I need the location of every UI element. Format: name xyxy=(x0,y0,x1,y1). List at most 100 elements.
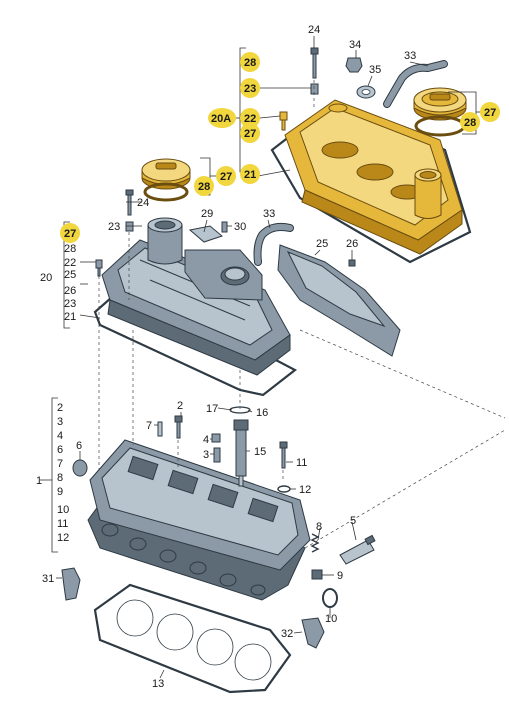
part-3 xyxy=(213,447,221,463)
label-12: 12 xyxy=(299,484,311,496)
label-17: 17 xyxy=(206,403,218,415)
label-24-top: 24 xyxy=(308,24,320,36)
label-3-list: 3 xyxy=(57,416,63,428)
label-34: 34 xyxy=(349,39,361,51)
label-2: 2 xyxy=(177,400,183,412)
cylinder-head xyxy=(87,439,311,601)
label-6-list: 6 xyxy=(57,444,63,456)
sensor-32 xyxy=(301,617,325,649)
label-24-mid: 24 xyxy=(137,197,149,209)
label-11-list: 11 xyxy=(57,518,68,530)
bracket-1 xyxy=(51,397,58,553)
label-10-list: 10 xyxy=(57,504,69,516)
label-4: 4 xyxy=(203,434,209,446)
label-9-list: 9 xyxy=(57,486,63,498)
label-30: 30 xyxy=(234,221,246,233)
bolt-11 xyxy=(279,441,288,469)
screw-22-mid xyxy=(95,259,103,277)
alignment-lines xyxy=(98,80,506,549)
label-20: 20 xyxy=(40,272,52,284)
highlight-badges xyxy=(60,52,500,243)
label-22-a: 22 xyxy=(244,113,256,125)
bolt-24-top xyxy=(310,47,319,79)
label-28-a: 28 xyxy=(244,57,256,69)
label-5: 5 xyxy=(350,515,356,527)
label-7-list: 7 xyxy=(57,458,63,470)
bracket-31 xyxy=(61,567,81,601)
badge-28-cap-r xyxy=(460,112,480,132)
label-33-top: 33 xyxy=(404,50,416,62)
label-11: 11 xyxy=(296,457,307,469)
label-8: 8 xyxy=(316,521,322,533)
badge-27-cap-r xyxy=(480,102,500,122)
hose-33-mid xyxy=(253,222,294,266)
label-4-list: 4 xyxy=(57,430,63,442)
badge-27-cap-l xyxy=(216,166,236,186)
label-2-list: 2 xyxy=(57,402,63,414)
label-9: 9 xyxy=(337,570,343,582)
label-23-mid: 23 xyxy=(108,221,120,233)
ring-10 xyxy=(322,588,338,608)
label-6: 6 xyxy=(76,440,82,452)
badge-20A xyxy=(208,108,236,128)
label-27-cap-r: 27 xyxy=(484,107,496,119)
part-4 xyxy=(211,433,221,443)
badge-28-cap-l xyxy=(194,176,214,196)
injector-15 xyxy=(233,419,249,487)
label-7: 7 xyxy=(146,420,152,432)
callout-labels: 24 34 33 35 28 23 20A 22 27 21 27 28 27 … xyxy=(36,24,496,690)
badge-21-a xyxy=(240,164,260,184)
label-27-a: 27 xyxy=(244,128,256,140)
label-1: 1 xyxy=(36,475,42,487)
bolt-23-mid xyxy=(125,221,134,232)
label-15: 15 xyxy=(254,446,266,458)
badge-27-b xyxy=(60,223,80,243)
label-22-b: 22 xyxy=(64,257,76,269)
badge-28-a xyxy=(240,52,260,72)
head-gasket-13 xyxy=(93,583,292,694)
label-8-list: 8 xyxy=(57,472,63,484)
badge-27-a xyxy=(240,123,260,143)
plug-6 xyxy=(72,459,88,477)
label-27-b: 27 xyxy=(64,228,76,240)
label-35: 35 xyxy=(369,64,381,76)
label-28-cap-l: 28 xyxy=(198,181,210,193)
badge-23-a xyxy=(240,78,260,98)
label-12-list: 12 xyxy=(57,532,69,544)
gray-valve-cover xyxy=(93,217,298,397)
bracket-29 xyxy=(188,225,224,243)
nut-34 xyxy=(345,57,363,73)
bracket-20 xyxy=(63,221,70,329)
label-16: 16 xyxy=(256,407,268,419)
label-25: 25 xyxy=(316,238,328,250)
leader-lines xyxy=(40,36,482,679)
plug-9 xyxy=(311,569,323,580)
screw-22-top xyxy=(279,111,288,131)
bolt-30 xyxy=(221,221,228,233)
sealant-5 xyxy=(339,534,376,565)
spring-8 xyxy=(310,533,320,553)
label-20A: 20A xyxy=(211,113,231,125)
washer-12 xyxy=(277,485,291,493)
label-21-a: 21 xyxy=(244,169,256,181)
bolt-2 xyxy=(174,415,183,439)
label-25-b: 25 xyxy=(64,269,76,281)
label-21-b: 21 xyxy=(64,311,76,323)
label-3b: 3 xyxy=(203,449,209,461)
label-28-b: 28 xyxy=(64,243,76,255)
seal-28-mid xyxy=(143,182,189,202)
label-27-cap-l: 27 xyxy=(220,171,232,183)
label-26-b: 26 xyxy=(64,285,76,297)
label-10: 10 xyxy=(325,613,337,625)
filler-cap-gray xyxy=(141,158,191,190)
pin-7 xyxy=(157,421,163,437)
label-13: 13 xyxy=(152,678,164,690)
seal-35 xyxy=(356,85,376,99)
label-28-cap-r: 28 xyxy=(464,117,476,129)
label-23-a: 23 xyxy=(244,83,256,95)
badge-22-a xyxy=(240,108,260,128)
label-23-b: 23 xyxy=(64,298,76,310)
filler-cap-gold xyxy=(413,87,467,121)
